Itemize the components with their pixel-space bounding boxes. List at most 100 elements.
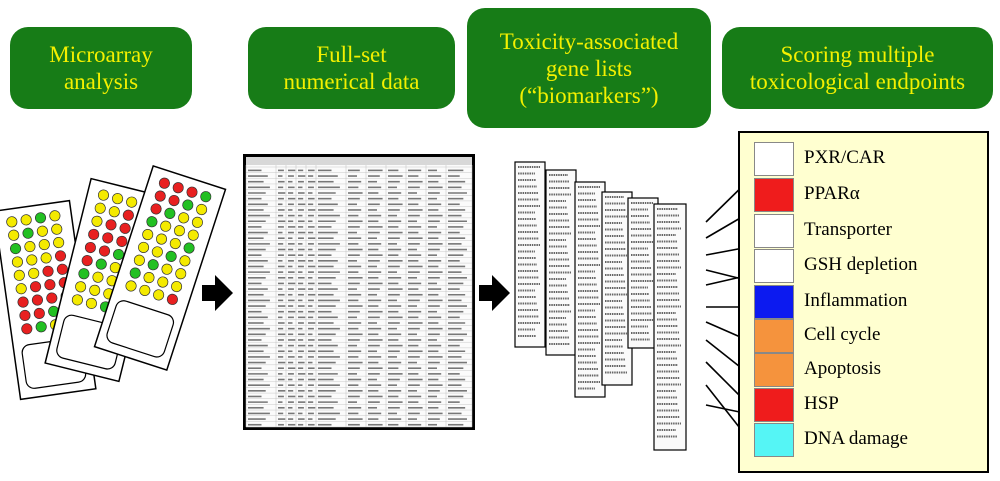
array-spot (172, 182, 184, 194)
array-spot (139, 284, 151, 296)
array-spot (179, 255, 191, 267)
microarray-slide (93, 164, 227, 372)
array-spot (142, 229, 154, 241)
array-spot (98, 245, 111, 257)
label-ppar-alpha: PPARα (804, 183, 860, 204)
array-spot (168, 194, 180, 207)
legend-row-inflammation: Inflammation (754, 285, 984, 319)
array-spot (75, 281, 87, 293)
array-spot (154, 190, 166, 202)
array-spot (78, 268, 90, 280)
array-spot (71, 294, 83, 306)
legend-row-gsh-depletion: GSH depletion (754, 249, 984, 283)
legend-row-ppar-alpha: PPARα (754, 178, 984, 212)
label-dna-damage: DNA damage (804, 428, 908, 449)
header-full-set-numerical-data: Full-set numerical data (248, 27, 455, 109)
array-spot (196, 203, 208, 216)
label-transporter: Transporter (804, 219, 892, 240)
spreadsheet-thumbnail (243, 154, 475, 430)
microarray-slides (0, 164, 227, 401)
gene-list-strip (653, 203, 687, 451)
array-spot (10, 243, 22, 255)
array-spot (166, 293, 178, 305)
swatch-cell-cycle (754, 319, 794, 353)
array-spot (33, 307, 45, 319)
array-spot (160, 220, 172, 232)
swatch-gsh-depletion (754, 249, 794, 283)
array-spot (81, 255, 93, 267)
gene-list-strip (601, 191, 633, 386)
swatch-pxr-car (754, 142, 794, 176)
swatch-apoptosis (754, 353, 794, 387)
array-spot (157, 276, 169, 288)
array-spot (15, 283, 27, 295)
legend-row-dna-damage: DNA damage (754, 423, 984, 457)
arrow-data-to-genelists (479, 275, 510, 311)
array-spot (97, 189, 110, 201)
swatch-dna-damage (754, 423, 794, 457)
array-spot (91, 215, 103, 227)
array-spot (20, 214, 32, 226)
array-spot (119, 222, 131, 234)
array-spot (183, 242, 195, 254)
array-spot (54, 250, 67, 262)
array-spot (158, 177, 170, 189)
array-spot (129, 267, 141, 279)
swatch-hsp (754, 388, 794, 422)
array-spot (105, 219, 117, 231)
array-spot (28, 267, 40, 279)
array-spot (175, 268, 187, 280)
array-spot (138, 241, 150, 253)
array-spot (40, 252, 52, 264)
array-spot (153, 289, 165, 301)
legend-row-apoptosis: Apoptosis (754, 353, 984, 387)
endpoint-legend-panel: PXR/CAR PPARα Transporter GSH depletion … (738, 131, 989, 473)
array-spot (84, 241, 96, 254)
header-scoring-endpoints: Scoring multiple toxicological endpoints (722, 27, 993, 109)
array-spot (155, 233, 168, 245)
header-microarray-analysis: Microarray analysis (10, 27, 192, 109)
array-spot (187, 229, 199, 241)
array-spot (85, 297, 97, 309)
array-spot (164, 207, 176, 219)
array-spot (146, 216, 158, 228)
gene-list-strip (545, 169, 577, 356)
array-spot (150, 203, 162, 215)
array-spot (169, 237, 181, 250)
array-spot (125, 280, 137, 292)
array-spot (44, 279, 56, 291)
label-apoptosis: Apoptosis (804, 358, 882, 379)
swatch-ppar-alpha (754, 178, 794, 212)
array-spot (89, 284, 101, 296)
arrow-slides-to-data (202, 275, 233, 311)
array-spot (35, 321, 47, 333)
array-spot (112, 193, 124, 205)
array-spot (165, 250, 177, 262)
array-spot (92, 271, 104, 283)
swatch-inflammation (754, 285, 794, 319)
array-spot (53, 236, 65, 249)
array-spot (21, 323, 33, 335)
array-spot (173, 225, 186, 237)
array-spot (36, 225, 48, 237)
array-spot (178, 212, 190, 224)
gene-list-strip (627, 197, 659, 349)
array-spot (102, 232, 114, 244)
label-pxr-car: PXR/CAR (804, 147, 886, 168)
array-spot (30, 281, 42, 293)
array-spot (22, 227, 34, 239)
gene-list-strips (514, 161, 687, 451)
array-spot (6, 216, 18, 228)
array-spot (42, 265, 54, 277)
array-spot (161, 263, 173, 275)
legend-row-cell-cycle: Cell cycle (754, 319, 984, 353)
array-spot (122, 209, 134, 221)
array-spot (108, 206, 120, 218)
label-gsh-depletion: GSH depletion (804, 254, 918, 275)
array-spot (191, 216, 203, 228)
label-inflammation: Inflammation (804, 290, 908, 311)
array-spot (126, 196, 138, 208)
array-spot (133, 254, 145, 266)
